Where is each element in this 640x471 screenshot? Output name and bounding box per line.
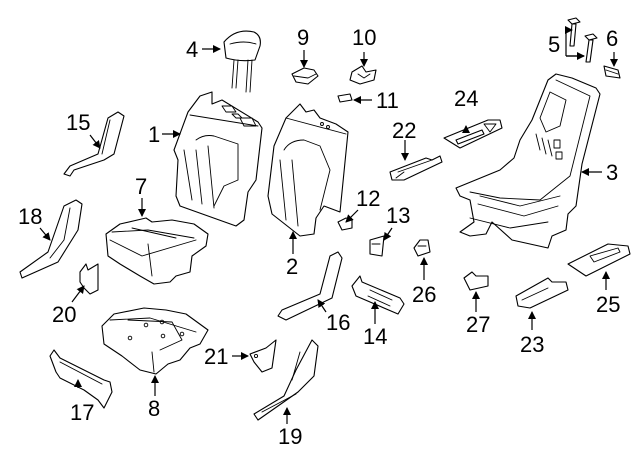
part-9-cap[interactable] [291, 67, 319, 85]
part-5-guide-pins[interactable] [567, 17, 598, 63]
callout-26[interactable]: 26 [412, 282, 436, 307]
part-12-clip[interactable] [337, 217, 353, 231]
part-25-track-cover[interactable] [567, 243, 631, 277]
callout-18[interactable]: 18 [18, 204, 42, 229]
part-11-pad[interactable] [337, 93, 353, 103]
callout-3[interactable]: 3 [606, 160, 618, 185]
part-20-bracket[interactable] [79, 263, 99, 295]
callout-12[interactable]: 12 [356, 186, 380, 211]
part-15-trim[interactable] [63, 111, 125, 177]
callout-4[interactable]: 4 [186, 37, 198, 62]
callout-7[interactable]: 7 [135, 174, 147, 199]
callout-labels: 4 1 2 3 5 6 7 8 9 10 11 12 13 14 15 16 1… [18, 25, 620, 449]
callout-8[interactable]: 8 [148, 396, 160, 421]
part-27-clip[interactable] [463, 271, 489, 291]
part-24-track-cover[interactable] [443, 119, 503, 149]
callout-14[interactable]: 14 [363, 324, 387, 349]
callout-11[interactable]: 11 [376, 88, 399, 113]
callout-27[interactable]: 27 [466, 312, 490, 337]
callout-5[interactable]: 5 [548, 32, 560, 57]
part-19-side-trim[interactable] [253, 339, 319, 421]
callout-9[interactable]: 9 [297, 25, 309, 50]
callout-24[interactable]: 24 [454, 86, 478, 111]
callout-13[interactable]: 13 [386, 203, 410, 228]
callout-20[interactable]: 20 [52, 302, 76, 327]
part-7-cushion-cover[interactable] [105, 217, 209, 285]
callout-25[interactable]: 25 [596, 292, 620, 317]
part-16-trim-strip[interactable] [277, 251, 343, 321]
part-6-clip[interactable] [603, 65, 621, 79]
callout-21[interactable]: 21 [204, 344, 228, 369]
callout-1[interactable]: 1 [148, 122, 160, 147]
callout-6[interactable]: 6 [606, 26, 618, 51]
callout-19[interactable]: 19 [278, 424, 302, 449]
part-14-bracket[interactable] [351, 275, 405, 315]
part-18-side-trim[interactable] [19, 199, 83, 279]
part-8-cushion-pad[interactable] [101, 307, 209, 375]
leader-lines [39, 26, 618, 424]
callout-2[interactable]: 2 [286, 254, 298, 279]
part-10-bracket[interactable] [349, 65, 377, 85]
part-26-clip[interactable] [413, 239, 431, 257]
part-2-seatback-frame-cover[interactable] [267, 103, 349, 237]
callout-16[interactable]: 16 [326, 310, 350, 335]
callout-15[interactable]: 15 [66, 110, 90, 135]
part-4-headrest[interactable] [223, 30, 261, 93]
part-22-track-cover[interactable] [389, 155, 443, 181]
callout-22[interactable]: 22 [392, 118, 416, 143]
part-23-track-cover[interactable] [515, 277, 569, 309]
callout-23[interactable]: 23 [520, 332, 544, 357]
part-21-bracket[interactable] [249, 339, 277, 373]
callout-17[interactable]: 17 [70, 400, 94, 425]
part-1-seatback-cover[interactable] [173, 91, 263, 227]
callout-10[interactable]: 10 [352, 25, 376, 50]
part-13-latch[interactable] [369, 235, 385, 257]
part-3-seat-frame[interactable] [455, 73, 601, 249]
